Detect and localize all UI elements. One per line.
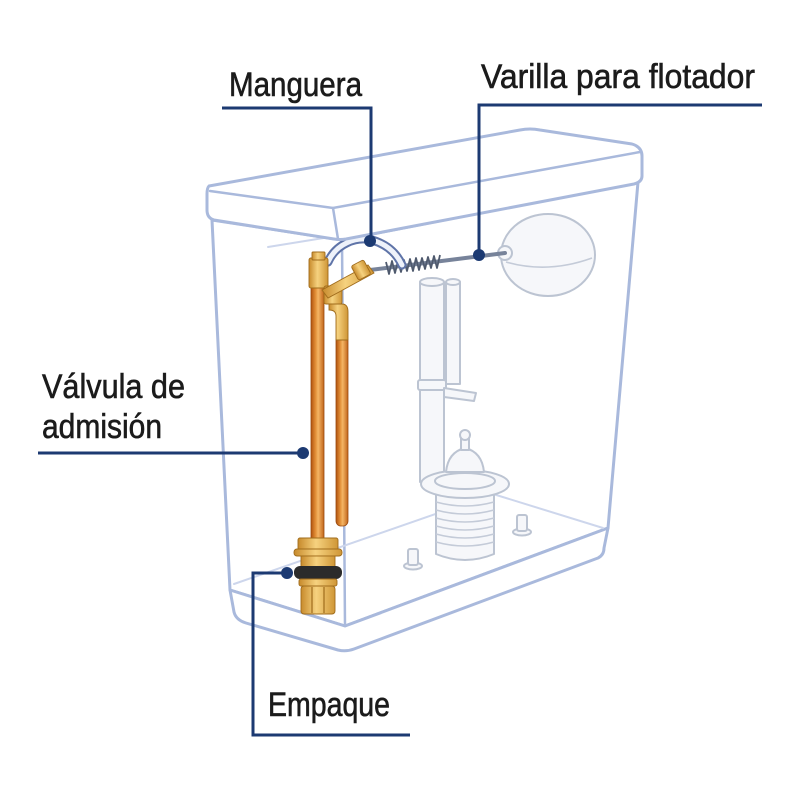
callout-dot-empaque [281,567,293,579]
label-empaque: Empaque [268,686,390,724]
fill-valve-flange [293,548,343,557]
flush-valve-threads [435,501,495,547]
fill-valve-rod-clip [351,259,371,281]
refill-pipe [335,335,349,527]
label-manguera: Manguera [229,66,362,104]
secondary-tube [445,281,461,385]
fill-valve [293,251,375,615]
callout-manguera: Manguera [222,66,376,247]
flush-valve-inner-ring [434,472,496,490]
tank-lid-shape [205,127,644,241]
tank-bolt-left [403,548,423,571]
callout-dot-valvula [297,447,309,459]
flapper-knob [459,429,471,441]
tank-base [228,526,610,653]
fill-valve-body [308,257,329,289]
callout-dot-varilla [473,249,485,261]
callout-valvula: Válvula de admisión [38,368,309,459]
fill-valve-elbow [328,303,349,341]
fill-valve-hex-nut [300,585,336,615]
fill-valve-top-nut [297,537,339,551]
tank-lid [205,127,644,241]
float-ball-seam [505,257,593,268]
label-valvula-line2: admisión [42,408,162,446]
tank-inner-side-floor-edge [492,493,604,529]
label-varilla-para-flotador: Varilla para flotador [481,58,755,96]
fill-valve-main-pipe [310,282,325,541]
fill-valve-cap [311,251,326,261]
fill-valve-thread [300,555,336,568]
hex-nut-facets [311,587,325,613]
callout-varilla: Varilla para flotador [473,58,762,261]
tank-bolt-right [512,514,532,537]
gasket-washer [294,566,342,579]
flush-valve-thread-body [435,491,495,561]
overflow-collar [417,379,447,391]
tank-lid-corner-edge [331,206,340,241]
float-assembly [368,213,596,297]
float-ball [500,213,596,297]
callout-line-empaque [251,571,410,737]
flush-lever-arm [443,387,477,402]
callout-line-manguera [222,106,373,241]
overflow-tube-top [419,277,445,287]
label-valvula-line1: Válvula de [42,368,185,406]
float-rod-spring [385,254,441,275]
callout-line-varilla [477,103,762,255]
callout-dot-manguera [364,235,376,247]
callout-empaque: Empaque [251,567,410,737]
secondary-tube-top [445,278,461,286]
flush-valve [417,277,510,561]
fill-valve-lower-ring [298,578,338,587]
